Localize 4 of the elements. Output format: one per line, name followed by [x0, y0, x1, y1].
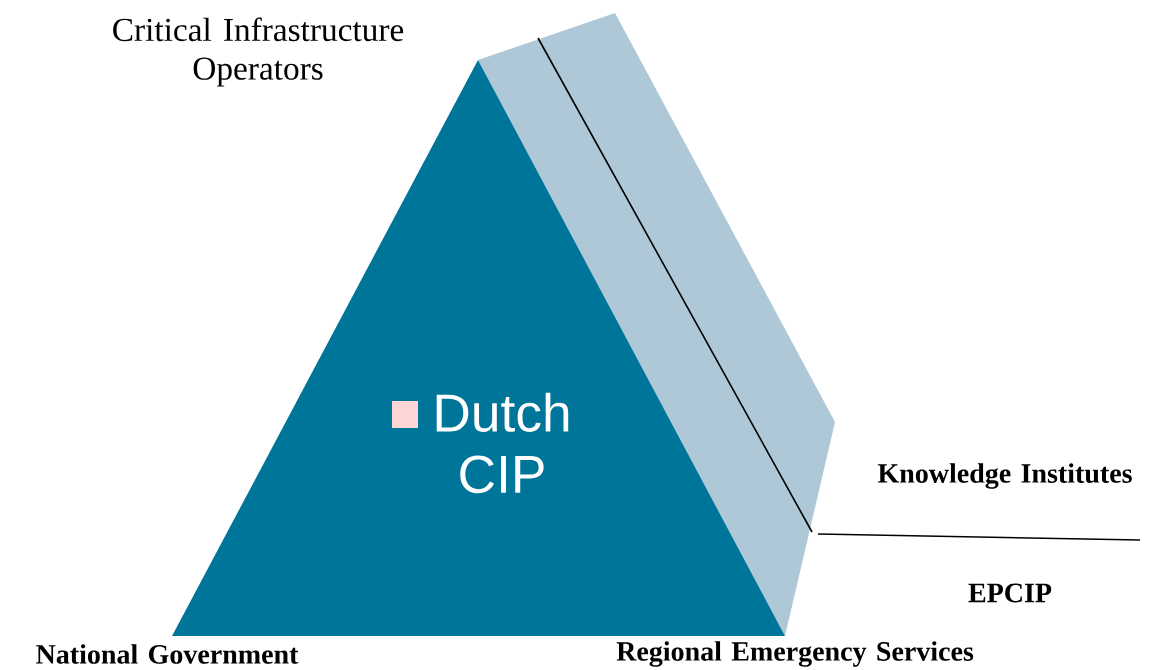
side-label: EPCIP [968, 583, 1052, 603]
corner-label: Regional Emergency Services [616, 641, 974, 667]
side-label: Knowledge Institutes [877, 463, 1132, 489]
corner-label: National Government [36, 644, 299, 664]
